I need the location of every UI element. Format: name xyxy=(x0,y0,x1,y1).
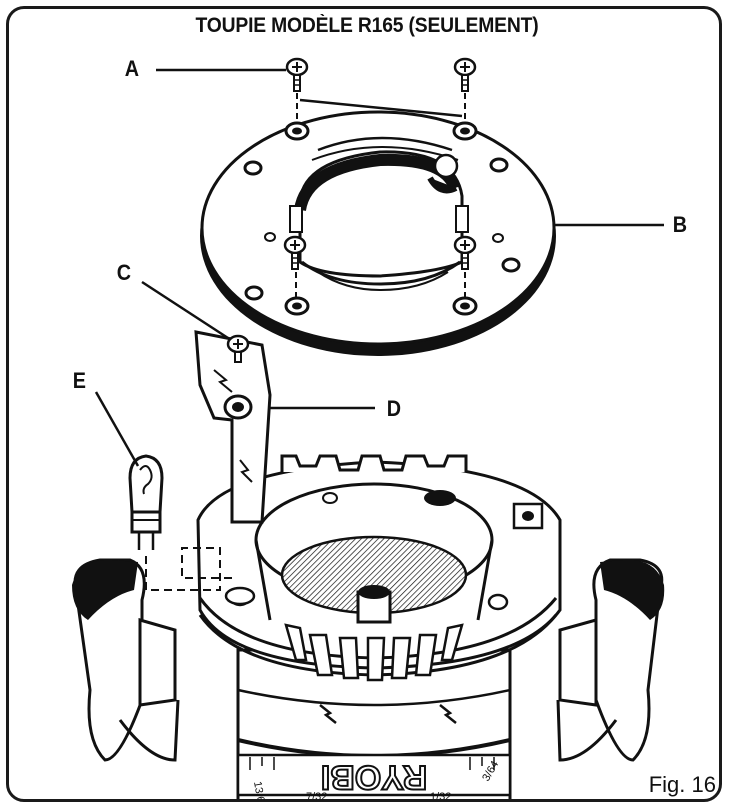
depth-mark-1-32: 1/32 xyxy=(430,791,451,803)
callout-c: C xyxy=(116,260,132,285)
depth-mark-7-32: 7/32 xyxy=(306,791,327,803)
depth-mark-13-64: 13/64 xyxy=(251,780,268,809)
brand-logo: RYOBI xyxy=(321,758,427,796)
figure-title: TOUPIE MODÈLE R165 (SEULEMENT) xyxy=(195,14,539,37)
callout-d: D xyxy=(386,396,402,421)
left-handle xyxy=(72,558,180,762)
callout-e: E xyxy=(72,368,86,393)
sub-base-plate xyxy=(200,110,556,356)
figure-number: Fig. 16 xyxy=(648,772,716,797)
screw-icon xyxy=(283,57,477,300)
callout-a: A xyxy=(124,56,140,81)
light-bracket xyxy=(194,330,272,524)
base-vents xyxy=(284,623,464,682)
light-bulb xyxy=(128,454,256,606)
callout-leader-lines xyxy=(94,68,664,467)
depth-ring-ticks xyxy=(249,757,495,770)
right-handle xyxy=(556,558,665,762)
callout-b: B xyxy=(672,212,688,237)
